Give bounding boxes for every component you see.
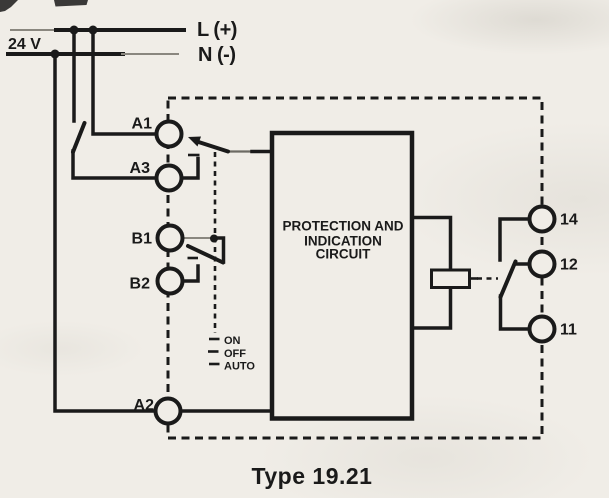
a3-contact-stub	[180, 156, 200, 180]
terminal-b2	[155, 266, 185, 296]
supply-voltage-label: 24 V	[8, 36, 41, 53]
figure-caption: Type 19.21	[252, 463, 373, 489]
protection-block-title-2: INDICATION	[304, 234, 382, 249]
b2-contact-stub	[181, 264, 200, 283]
output-changeover-contact	[498, 217, 532, 331]
supply-label-neutral: N (-)	[198, 44, 235, 66]
wire-a3-feed	[71, 149, 159, 180]
contact-common-wire-11	[498, 294, 532, 331]
scan-artifact-corner	[0, 0, 18, 12]
terminals	[153, 119, 557, 426]
protection-block-title-3: CIRCUIT	[316, 247, 371, 262]
mode-label-auto: AUTO	[224, 361, 255, 373]
b-contact-bracket	[212, 236, 226, 264]
contact-blade	[498, 259, 518, 299]
selector-contact-a	[180, 136, 274, 180]
terminal-label-b2: B2	[130, 276, 151, 293]
selector-b-blade	[186, 244, 225, 265]
scan-artifact-bar	[54, 0, 88, 7]
terminal-a3	[154, 163, 184, 193]
protection-block-title-1: PROTECTION AND	[283, 219, 404, 234]
wire-a1-feed	[91, 28, 159, 136]
relay-coil	[430, 268, 471, 289]
wire-n-rail-to-a2	[53, 52, 158, 413]
terminal-12	[527, 249, 557, 279]
mode-selector-positions: ON OFF AUTO	[208, 335, 255, 373]
terminal-14	[527, 204, 557, 234]
supply-rails	[6, 25, 186, 59]
terminal-label-a2: A2	[134, 397, 155, 414]
external-switch	[71, 28, 87, 154]
terminal-label-b1: B1	[132, 231, 153, 248]
contact-no-stub-14	[498, 217, 532, 262]
terminal-b1	[155, 223, 185, 253]
terminal-labels: A1 A3 B1 B2 A2 14 12 11	[130, 116, 578, 415]
terminal-a2	[153, 396, 183, 426]
supply-label-live: L (+)	[197, 19, 237, 41]
selector-contact-b	[181, 234, 226, 283]
mode-label-off: OFF	[224, 348, 246, 360]
terminal-label-14: 14	[560, 212, 578, 229]
protection-block-box	[269, 130, 415, 421]
terminal-a1	[154, 119, 184, 149]
protection-block: PROTECTION AND INDICATION CIRCUIT	[269, 130, 415, 421]
terminal-label-12: 12	[560, 257, 578, 274]
mode-label-on: ON	[224, 335, 241, 347]
external-switch-blade	[71, 121, 87, 154]
selector-a-arrowhead	[188, 136, 201, 147]
terminal-label-a1: A1	[132, 116, 153, 133]
selector-a-blade	[195, 139, 230, 154]
terminal-label-11: 11	[560, 322, 577, 339]
terminal-11	[527, 314, 557, 344]
terminal-label-a3: A3	[130, 160, 151, 177]
relay-coil-circuit	[410, 215, 478, 330]
